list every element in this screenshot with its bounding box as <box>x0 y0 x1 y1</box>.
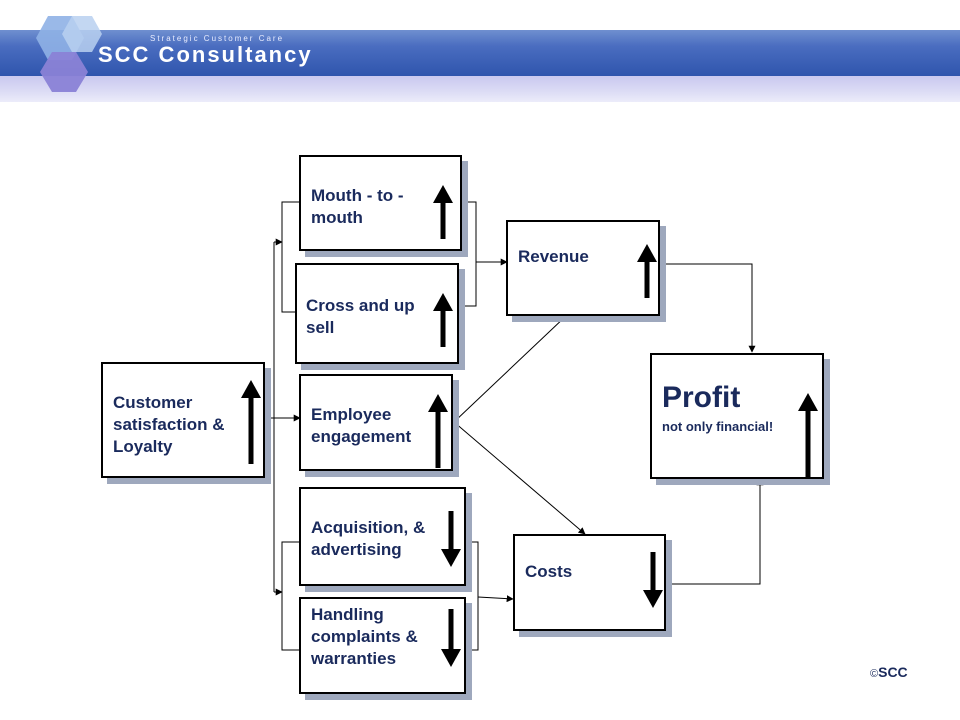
employee-engagement-label: Employee engagement <box>311 405 412 446</box>
logo-tagline: Strategic Customer Care <box>150 34 285 43</box>
employee-to-revenue <box>453 314 568 423</box>
cross-up-sell-box: Cross and up sell <box>295 263 459 364</box>
logo-hexagons-icon <box>36 16 102 92</box>
costs-label: Costs <box>525 562 573 581</box>
cross-up-sell-label: Cross and up sell <box>306 296 415 337</box>
acquisition-box: Acquisition, & advertising <box>299 487 466 586</box>
logo-company-name: SCC Consultancy <box>98 42 313 67</box>
acquisition-down-arrow-icon <box>441 511 461 567</box>
employee-up-arrow-icon <box>428 394 448 468</box>
costs-box: Costs <box>513 534 666 631</box>
copyright-footer: ©SCC <box>870 664 908 680</box>
satisfaction-box: Customer satisfaction & Loyalty <box>101 362 265 478</box>
banner-lavender-strip <box>0 76 960 102</box>
satisfaction-up-arrow-icon <box>241 380 261 464</box>
copyright-text: SCC <box>878 664 908 680</box>
mouth-up-arrow-icon <box>433 185 453 239</box>
revenue-box: Revenue <box>506 220 660 316</box>
copyright-symbol: © <box>870 668 879 680</box>
costs-to-profit <box>665 478 764 585</box>
mouth-to-mouth-box: Mouth - to - mouth <box>299 155 462 251</box>
costs-down-arrow-icon <box>643 552 663 608</box>
top-group-bracket-right <box>460 201 477 307</box>
bottom-group-bracket-left <box>281 541 300 651</box>
profit-up-arrow-icon <box>798 393 818 477</box>
banner-blue-strip <box>0 30 960 76</box>
top-group-bracket-left <box>281 201 300 313</box>
profit-subtitle: not only financial! <box>662 419 774 434</box>
mouth-to-mouth-label: Mouth - to - mouth <box>311 186 404 227</box>
employee-to-costs <box>453 421 586 535</box>
acquisition-label: Acquisition, & advertising <box>311 518 426 559</box>
employee-engagement-box: Employee engagement <box>299 374 453 471</box>
header-banner: Strategic Customer Care SCC Consultancy <box>0 0 960 102</box>
bottom-group-bracket-right <box>466 541 479 651</box>
revenue-up-arrow-icon <box>637 244 657 298</box>
revenue-label: Revenue <box>518 247 589 266</box>
banner-top-strip <box>0 0 960 30</box>
profit-title: Profit <box>662 381 741 414</box>
revenue-to-profit <box>658 263 756 353</box>
satisfaction-label: Customer satisfaction & Loyalty <box>113 393 225 456</box>
handling-down-arrow-icon <box>441 609 461 667</box>
handling-complaints-box: Handling complaints & warranties <box>299 597 466 694</box>
cross-up-arrow-icon <box>433 293 453 347</box>
bottom-group-to-costs <box>477 595 514 603</box>
profit-box: Profit not only financial! <box>650 353 824 479</box>
handling-complaints-label: Handling complaints & warranties <box>311 605 418 668</box>
